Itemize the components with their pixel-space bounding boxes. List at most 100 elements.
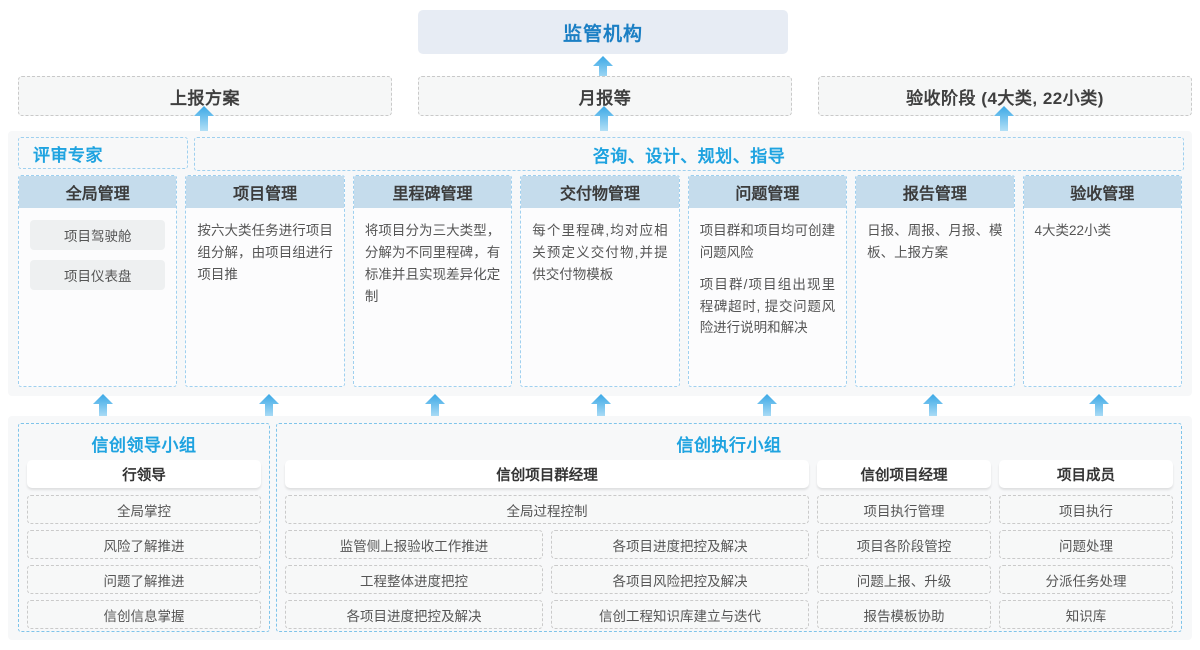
report-box-0[interactable]: 上报方案: [18, 76, 392, 116]
arrow-up-col-4: [757, 394, 777, 420]
capability-col-body-1: 按六大类任务进行项目组分解，由项目组进行项目推: [186, 208, 343, 386]
capability-col-title-2: 里程碑管理: [392, 186, 473, 203]
role-head-project-manager[interactable]: 信创项目经理: [817, 460, 991, 488]
arrow-up-to-report-1: [594, 106, 614, 132]
task-item[interactable]: 报告模板协助: [817, 600, 991, 629]
role-head-label-bank-leader: 行领导: [122, 467, 166, 484]
regulator-label: 监管机构: [562, 23, 643, 45]
arrow-up-col-3: [591, 394, 611, 420]
program-manager-subtasks: 监管侧上报验收工作推进 工程整体进度把控 各项目进度把控及解决 各项目进度把控及…: [285, 530, 809, 629]
capability-col-desc-4: 项目群和项目均可创建问题风险: [699, 223, 836, 260]
role-col-program-manager: 信创项目群经理 全局过程控制 监管侧上报验收工作推进 工程整体进度把控 各项目进…: [285, 460, 809, 629]
capability-col-desc2-4: 项目群/项目组出现里程碑超时, 提交问题风险进行说明和解决: [699, 276, 836, 336]
capability-col-title-3: 交付物管理: [559, 186, 640, 203]
task-item[interactable]: 全局过程控制: [285, 495, 809, 524]
band-review-experts: 评审专家: [18, 137, 188, 169]
arrow-up-to-regulator: [593, 56, 613, 82]
capability-col-desc-6: 4大类22小类: [1034, 223, 1112, 238]
capability-col-report[interactable]: 报告管理 日报、周报、月报、模板、上报方案: [855, 175, 1015, 387]
capability-col-title-5: 报告管理: [902, 186, 967, 203]
capability-col-head-1: 项目管理: [186, 176, 344, 208]
arrow-up-col-1: [259, 394, 279, 420]
arrow-up-to-report-0: [194, 106, 214, 132]
capability-col-body-4: 项目群和项目均可创建问题风险 项目群/项目组出现里程碑超时, 提交问题风险进行说…: [689, 208, 846, 386]
group-leadership-title: 信创领导小组: [91, 436, 197, 455]
capability-col-head-6: 验收管理: [1023, 176, 1181, 208]
band-consulting-label: 咨询、设计、规划、指导: [592, 146, 786, 166]
task-item[interactable]: 工程整体进度把控: [285, 565, 543, 594]
capability-col-body-6: 4大类22小类: [1024, 208, 1181, 386]
capability-col-desc-2: 将项目分为三大类型，分解为不同里程碑，有标准并且实现差异化定制: [364, 223, 501, 304]
group-leadership: 信创领导小组 行领导 全局掌控 风险了解推进 问题了解推进 信创信息掌握: [18, 423, 270, 632]
capability-col-title-0: 全局管理: [65, 186, 130, 203]
role-head-program-manager[interactable]: 信创项目群经理: [285, 460, 809, 488]
role-head-project-member[interactable]: 项目成员: [999, 460, 1173, 488]
regulator-box: 监管机构: [418, 10, 788, 54]
capability-col-head-5: 报告管理: [856, 176, 1014, 208]
capability-col-desc-5: 日报、周报、月报、模板、上报方案: [867, 223, 1003, 260]
task-item[interactable]: 监管侧上报验收工作推进: [285, 530, 543, 559]
task-item[interactable]: 各项目风险把控及解决: [551, 565, 809, 594]
arrow-up-col-2: [425, 394, 445, 420]
task-item[interactable]: 项目执行: [999, 495, 1173, 524]
task-item[interactable]: 各项目进度把控及解决: [285, 600, 543, 629]
report-box-label-1: 月报等: [578, 88, 632, 108]
arrow-up-col-6: [1089, 394, 1109, 420]
capability-col-title-1: 项目管理: [233, 186, 298, 203]
capability-col-body-5: 日报、周报、月报、模板、上报方案: [856, 208, 1013, 386]
arrow-up-to-report-2: [994, 106, 1014, 132]
role-head-label-program-manager: 信创项目群经理: [496, 467, 598, 484]
task-item[interactable]: 问题处理: [999, 530, 1173, 559]
role-col-project-member: 项目成员 项目执行 问题处理 分派任务处理 知识库: [999, 460, 1173, 629]
capability-panel: 评审专家 咨询、设计、规划、指导 全局管理 项目驾驶舱 项目仪表盘 项目管理: [8, 131, 1192, 396]
capability-col-head-3: 交付物管理: [521, 176, 679, 208]
role-col-bank-leader: 行领导 全局掌控 风险了解推进 问题了解推进 信创信息掌握: [27, 460, 261, 629]
capability-col-acceptance[interactable]: 验收管理 4大类22小类: [1022, 175, 1182, 387]
task-item[interactable]: 问题上报、升级: [817, 565, 991, 594]
task-item[interactable]: 信创信息掌握: [27, 600, 261, 629]
task-item[interactable]: 项目各阶段管控: [817, 530, 991, 559]
capability-col-body-0: 项目驾驶舱 项目仪表盘: [19, 208, 176, 386]
role-col-project-manager: 信创项目经理 项目执行管理 项目各阶段管控 问题上报、升级 报告模板协助: [817, 460, 991, 629]
program-manager-subtasks-left: 监管侧上报验收工作推进 工程整体进度把控 各项目进度把控及解决: [285, 530, 543, 629]
capability-col-issue[interactable]: 问题管理 项目群和项目均可创建问题风险 项目群/项目组出现里程碑超时, 提交问题…: [687, 175, 848, 387]
capability-col-project[interactable]: 项目管理 按六大类任务进行项目组分解，由项目组进行项目推: [185, 175, 345, 387]
chip-item[interactable]: 项目驾驶舱: [30, 220, 166, 250]
task-item[interactable]: 分派任务处理: [999, 565, 1173, 594]
capability-col-global[interactable]: 全局管理 项目驾驶舱 项目仪表盘: [18, 175, 178, 387]
task-item[interactable]: 各项目进度把控及解决: [551, 530, 809, 559]
report-box-label-0: 上报方案: [170, 88, 240, 108]
task-item[interactable]: 全局掌控: [27, 495, 261, 524]
capability-col-deliverable[interactable]: 交付物管理 每个里程碑,均对应相关预定义交付物,并提供交付物模板: [520, 175, 680, 387]
task-item[interactable]: 信创工程知识库建立与迭代: [551, 600, 809, 629]
execution-role-row: 信创项目群经理 全局过程控制 监管侧上报验收工作推进 工程整体进度把控 各项目进…: [277, 456, 1181, 629]
capability-col-head-0: 全局管理: [19, 176, 177, 208]
capability-col-title-6: 验收管理: [1070, 186, 1135, 203]
role-head-label-project-member: 项目成员: [1057, 467, 1115, 484]
group-execution: 信创执行小组 信创项目群经理 全局过程控制 监管侧上报验收工作推进 工程整体进度…: [276, 423, 1182, 632]
capability-col-desc-3: 每个里程碑,均对应相关预定义交付物,并提供交付物模板: [532, 223, 668, 282]
band-consulting: 咨询、设计、规划、指导: [194, 137, 1184, 171]
leadership-role-row: 行领导 全局掌控 风险了解推进 问题了解推进 信创信息掌握: [19, 456, 269, 629]
program-manager-subtasks-right: 各项目进度把控及解决 各项目风险把控及解决 信创工程知识库建立与迭代: [551, 530, 809, 629]
capability-col-body-2: 将项目分为三大类型，分解为不同里程碑，有标准并且实现差异化定制: [354, 208, 511, 386]
band-review-experts-label: 评审专家: [33, 145, 103, 165]
chip-item[interactable]: 项目仪表盘: [30, 260, 166, 290]
capability-col-title-4: 问题管理: [735, 186, 800, 203]
arrow-up-col-0: [93, 394, 113, 420]
task-item[interactable]: 风险了解推进: [27, 530, 261, 559]
task-item[interactable]: 知识库: [999, 600, 1173, 629]
capability-columns: 全局管理 项目驾驶舱 项目仪表盘 项目管理 按六大类任务进行项目组分解，由项目组…: [18, 175, 1182, 387]
role-head-label-project-manager: 信创项目经理: [860, 467, 948, 484]
capability-col-head-4: 问题管理: [688, 176, 847, 208]
org-panel: 信创领导小组 行领导 全局掌控 风险了解推进 问题了解推进 信创信息掌握 信创执…: [8, 416, 1192, 640]
group-execution-title: 信创执行小组: [676, 436, 782, 455]
capability-col-desc-1: 按六大类任务进行项目组分解，由项目组进行项目推: [197, 223, 333, 282]
task-item[interactable]: 问题了解推进: [27, 565, 261, 594]
capability-col-head-2: 里程碑管理: [353, 176, 512, 208]
capability-col-milestone[interactable]: 里程碑管理 将项目分为三大类型，分解为不同里程碑，有标准并且实现差异化定制: [352, 175, 513, 387]
report-box-label-2: 验收阶段 (4大类, 22小类): [906, 88, 1104, 108]
task-item[interactable]: 项目执行管理: [817, 495, 991, 524]
role-head-bank-leader[interactable]: 行领导: [27, 460, 261, 488]
